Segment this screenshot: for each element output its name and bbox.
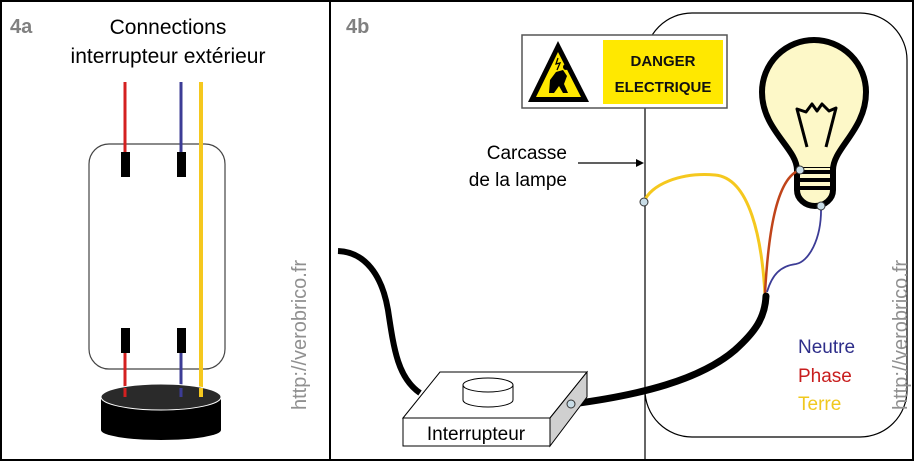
light-bulb-icon bbox=[759, 37, 869, 209]
terminal-top-right bbox=[177, 152, 186, 177]
panel-b-label: 4b bbox=[346, 16, 369, 38]
legend-neutre: Neutre bbox=[798, 337, 855, 358]
earth-wire-lamp bbox=[642, 173, 767, 296]
carcass-label-line1: Carcasse bbox=[487, 143, 567, 164]
bulb-neutral-terminal bbox=[816, 201, 826, 211]
terminal-top-left bbox=[121, 152, 130, 177]
cable-switch-to-lamp bbox=[568, 292, 770, 408]
switch-cable-terminal bbox=[566, 399, 576, 409]
switch-label: Interrupteur bbox=[427, 424, 526, 445]
danger-sign-line1: DANGER bbox=[630, 53, 695, 70]
bulb-phase-terminal bbox=[795, 165, 805, 175]
panel-b-watermark: http://verobrico.fr bbox=[890, 260, 912, 410]
danger-sign-line2: ELECTRIQUE bbox=[615, 79, 712, 96]
electric-shock-warning-icon bbox=[528, 41, 589, 102]
switch-button-cylinder bbox=[100, 383, 222, 440]
panel-a-label: 4a bbox=[10, 16, 33, 38]
legend-phase: Phase bbox=[798, 366, 852, 387]
carcass-arrow bbox=[578, 159, 644, 167]
panel-a-title-line1: Connections bbox=[110, 16, 227, 39]
carcass-label-line2: de la lampe bbox=[469, 170, 567, 191]
danger-sign: DANGER ELECTRIQUE bbox=[521, 34, 728, 109]
cable-wall-to-switch bbox=[337, 248, 422, 396]
wire-legend: Neutre Phase Terre bbox=[798, 337, 855, 415]
legend-terre: Terre bbox=[798, 394, 841, 415]
lamp-carcass-outline bbox=[644, 12, 908, 460]
neutral-wire-lamp bbox=[766, 205, 822, 293]
phase-wire-lamp bbox=[763, 168, 801, 294]
terminal-bottom-right bbox=[177, 328, 186, 353]
switch-box: Interrupteur bbox=[401, 370, 589, 448]
switch-button-icon bbox=[462, 377, 514, 408]
carcass-earth-terminal bbox=[639, 197, 649, 207]
switch-housing-outline bbox=[88, 143, 226, 370]
terminal-bottom-left bbox=[121, 328, 130, 353]
panel-a-watermark: http://verobrico.fr bbox=[289, 260, 311, 410]
panel-4b: 4b DANGER ELECTRIQUE Carcasse de la lamp… bbox=[337, 12, 912, 460]
panel-a-title-line2: interrupteur extérieur bbox=[71, 45, 266, 68]
panel-4a: 4a Connections interrupteur extérieur ht… bbox=[10, 16, 311, 440]
